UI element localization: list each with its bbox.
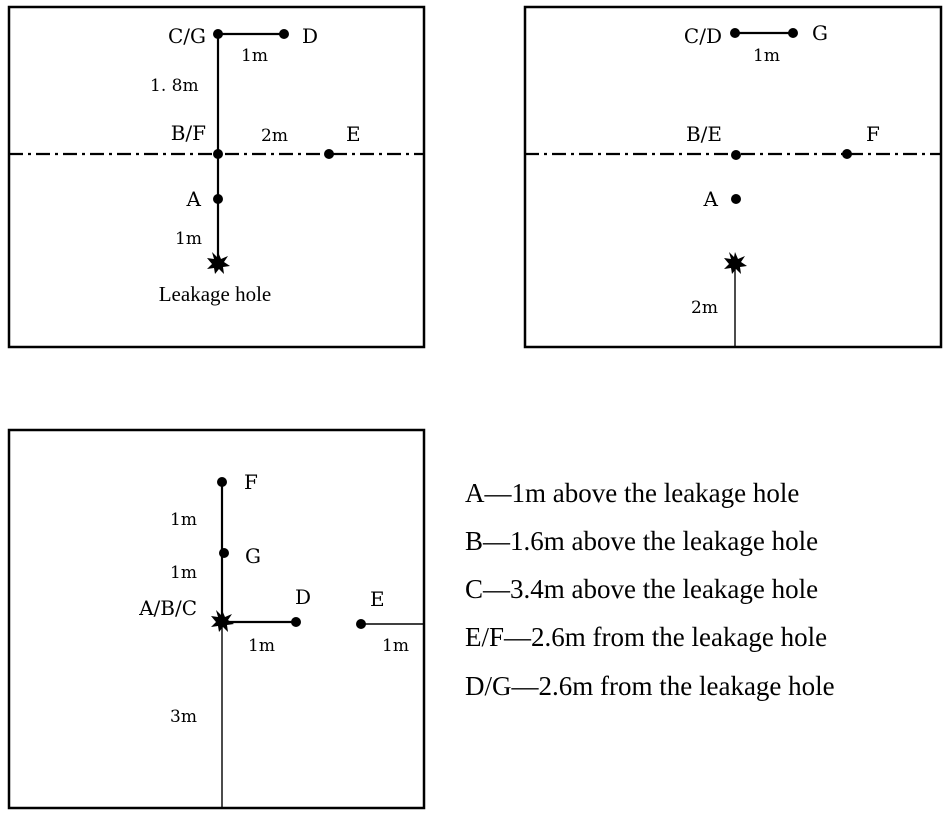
legend: A—1m above the leakage hole B—1.6m above… [465, 478, 835, 701]
legend-item-c: C—3.4m above the leakage hole [465, 574, 818, 604]
point-e [356, 619, 366, 629]
label-abc: A/B/C [138, 596, 197, 620]
legend-item-ef: E/F—2.6m from the leakage hole [465, 622, 827, 652]
leakage-hole-label: Leakage hole [159, 282, 272, 306]
label-f: F [244, 470, 258, 494]
legend-item-dg: D/G—2.6m from the leakage hole [465, 671, 835, 701]
point-a-side [731, 194, 741, 204]
legend-item-a: A—1m above the leakage hole [465, 478, 799, 508]
label-a: A [703, 187, 719, 211]
label-f: F [866, 122, 880, 146]
label-g: G [812, 21, 828, 45]
label-3m: 3m [170, 707, 197, 727]
label-e: E [346, 122, 361, 146]
label-1-8m: 1. 8m [150, 76, 199, 96]
legend-item-b: B—1.6m above the leakage hole [465, 526, 818, 556]
point-f [842, 149, 852, 159]
label-bf: B/F [171, 121, 206, 145]
point-cg [213, 29, 223, 39]
point-a [213, 194, 223, 204]
point-g [219, 548, 229, 558]
label-1m-e: 1m [382, 636, 409, 656]
panel-front-view: C/G D 1m 1. 8m B/F 2m E A 1m Leakage hol… [7, 5, 426, 349]
point-d [291, 617, 301, 627]
panel-top-view: F 1m G 1m A/B/C D E 1m 1m 3m [7, 428, 426, 810]
panel-side-view: C/D G 1m B/E F A 2m [523, 5, 943, 349]
point-e [324, 149, 334, 159]
label-cd: C/D [684, 24, 722, 48]
label-be: B/E [686, 122, 722, 146]
point-g [788, 28, 798, 38]
label-e: E [370, 587, 385, 611]
point-be [731, 150, 741, 160]
panel-2-frame [523, 5, 943, 349]
point-bf [213, 149, 223, 159]
leakage-hole-icon [207, 252, 230, 274]
label-1m: 1m [753, 46, 780, 66]
label-1m: 1m [241, 46, 268, 66]
label-2m: 2m [261, 126, 288, 146]
panel-1-frame [7, 5, 426, 349]
label-1m-top: 1m [170, 510, 197, 530]
point-d [279, 29, 289, 39]
point-f [217, 477, 227, 487]
label-cg: C/G [168, 24, 206, 48]
panel-3-frame [7, 428, 426, 810]
label-1m-mid: 1m [170, 563, 197, 583]
label-a: A [186, 187, 202, 211]
label-d: D [302, 24, 318, 48]
point-cd [730, 28, 740, 38]
label-1m-lower: 1m [175, 229, 202, 249]
label-2m: 2m [691, 298, 718, 318]
label-d: D [295, 585, 311, 609]
label-1m-d: 1m [248, 636, 275, 656]
label-g: G [245, 544, 261, 568]
